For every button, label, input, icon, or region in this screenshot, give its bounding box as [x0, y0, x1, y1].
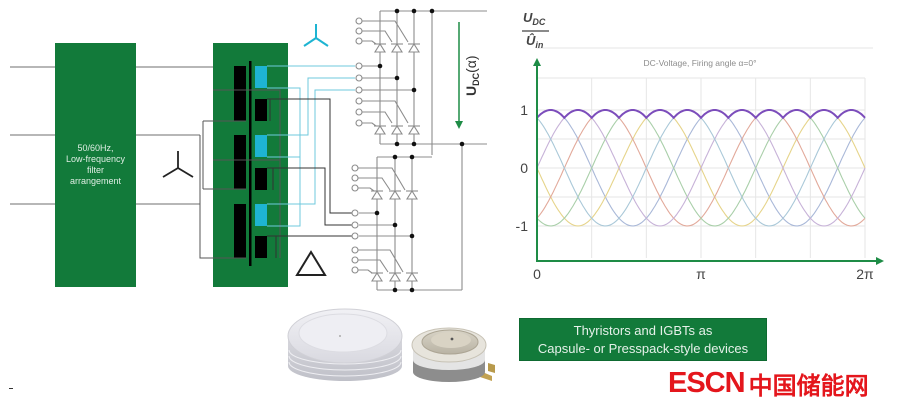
- filter-label-line1: 50/60Hz,: [77, 143, 113, 153]
- terminal-icon: [355, 119, 363, 127]
- ylabel-den-main: Û: [526, 33, 536, 48]
- filter-label-line3: filter: [87, 165, 104, 175]
- terminal-icon: [355, 27, 363, 35]
- terminal-icon: [355, 37, 363, 45]
- x-tick-label: 2π: [856, 266, 874, 282]
- device-caption-box: Thyristors and IGBTs as Capsule- or Pres…: [519, 318, 767, 361]
- diode-icon: [406, 189, 418, 200]
- wye-symbol-icon: [162, 151, 194, 178]
- dc-label-main: U: [463, 86, 479, 96]
- chart-axes: [533, 58, 884, 265]
- diode-icon: [389, 189, 401, 200]
- chart-tick-labels: 1 0 -1 0 π 2π: [516, 102, 875, 282]
- diode-icon: [408, 42, 420, 53]
- terminal-icon: [355, 108, 363, 116]
- dc-label-sub: DC: [471, 72, 481, 85]
- terminal-icon: [351, 256, 359, 264]
- junction-dot: [429, 8, 435, 14]
- junction-dot: [394, 8, 400, 14]
- upper-rectifier-bridge: [359, 10, 487, 155]
- diode-icon: [374, 124, 386, 135]
- capsule-device-large: [287, 308, 403, 381]
- junction-dot: [411, 87, 417, 93]
- diode-icon: [391, 42, 403, 53]
- y-tick-label: 1: [520, 102, 528, 118]
- junction-dot: [459, 141, 465, 147]
- lower-rectifier-bridge: [355, 144, 463, 291]
- junction-dot: [411, 141, 417, 147]
- diode-icon: [371, 189, 383, 200]
- filter-label-line2: Low-frequency: [66, 154, 126, 164]
- terminal-icon: [355, 86, 363, 94]
- diode-icon: [389, 271, 401, 282]
- y-tick-label: -1: [516, 218, 529, 234]
- x-tick-label: 0: [533, 266, 541, 282]
- ylabel-denominator: Ûin: [526, 33, 544, 50]
- terminal-icon: [351, 209, 359, 217]
- junction-dot: [411, 8, 417, 14]
- junction-dot: [377, 63, 383, 69]
- junction-dot: [394, 141, 400, 147]
- terminal-icon: [351, 221, 359, 229]
- bridge-junctions: [374, 8, 465, 293]
- caption-line1: Thyristors and IGBTs as: [573, 323, 713, 338]
- primary-wiring: [199, 89, 281, 259]
- terminal-icon: [355, 97, 363, 105]
- terminal-icon: [351, 184, 359, 192]
- secondary-wye-wiring: [267, 65, 355, 227]
- delta-symbol-icon: [295, 250, 327, 276]
- diode-icon: [374, 42, 386, 53]
- terminal-icon: [351, 174, 359, 182]
- logo-cn: 中国储能网: [748, 371, 869, 400]
- diode-icon: [406, 271, 418, 282]
- transformer-block: [213, 43, 288, 287]
- junction-dot: [409, 287, 415, 293]
- diode-icon: [371, 271, 383, 282]
- junction-dot: [409, 233, 415, 239]
- dc-voltage-label: UDC(α): [463, 55, 481, 96]
- filter-label-line4: arrangement: [70, 176, 122, 186]
- capsule-device-small: [411, 327, 495, 382]
- terminal-icon: [351, 164, 359, 172]
- dc-voltage-chart: DC-Voltage, Firing angle α=0° 1 0 -1 0 π 2π U…: [516, 10, 884, 282]
- caption-line2: Capsule- or Presspack-style devices: [537, 341, 749, 356]
- junction-dot: [392, 154, 398, 160]
- chart-curves: [536, 109, 866, 227]
- junction-dot: [394, 75, 400, 81]
- ylabel-numerator: UDC: [523, 10, 546, 27]
- terminal-icon: [355, 74, 363, 82]
- chart-ylabel: UDC Ûin: [522, 10, 549, 50]
- ylabel-num-sub: DC: [532, 17, 545, 27]
- diode-icon: [408, 124, 420, 135]
- diode-icon: [391, 124, 403, 135]
- junction-dot: [374, 210, 380, 216]
- filter-block: 50/60Hz, Low-frequency filter arrangemen…: [55, 43, 136, 287]
- terminal-icon: [351, 232, 359, 240]
- terminal-icon: [355, 62, 363, 70]
- series-line-dc-envelope: [536, 109, 866, 120]
- ylabel-num-main: U: [523, 10, 533, 25]
- bridge-terminals: [351, 17, 363, 274]
- chart-title: DC-Voltage, Firing angle α=0°: [644, 58, 757, 68]
- dc-label-suffix: (α): [463, 55, 479, 72]
- ylabel-den-sub: in: [535, 40, 544, 50]
- logo-en: ESCN: [668, 366, 746, 399]
- y-tick-label: 0: [520, 160, 528, 176]
- bridge-diodes: [371, 42, 420, 282]
- wye-secondary-symbol-icon: [303, 24, 329, 47]
- terminal-icon: [351, 266, 359, 274]
- junction-dot: [392, 287, 398, 293]
- escn-logo: ESCN 中国储能网: [668, 366, 869, 400]
- junction-dot: [409, 154, 415, 160]
- secondary-delta-wiring: [267, 98, 355, 258]
- stray-mark: [9, 388, 13, 389]
- terminal-icon: [355, 17, 363, 25]
- x-tick-label: π: [696, 266, 706, 282]
- terminal-icon: [351, 246, 359, 254]
- junction-dot: [392, 222, 398, 228]
